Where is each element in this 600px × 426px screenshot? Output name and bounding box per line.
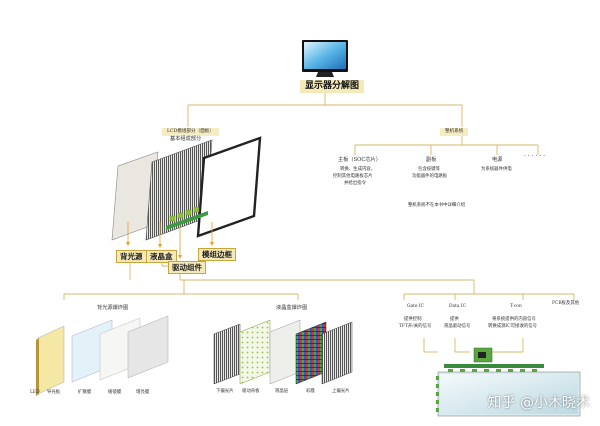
backlight-layer-label: 棱镜膜 bbox=[108, 390, 122, 395]
driver-item-name: T-con bbox=[510, 304, 522, 309]
driver-panel-view bbox=[436, 347, 581, 417]
system-item-name: 电源 bbox=[492, 157, 503, 163]
system-item-name: · · · · · · bbox=[524, 153, 545, 160]
lcd-part-label: 驱动组件 bbox=[168, 261, 206, 274]
backlight-layer-label: 增亮膜 bbox=[136, 390, 150, 395]
system-item-desc: 功能器件的电路板 bbox=[412, 174, 448, 179]
lcd-arrows bbox=[126, 222, 214, 259]
system-item-desc: 控制其他电路板芯片 bbox=[333, 174, 373, 179]
driver-item-desc: 将系统提供的内容信号 bbox=[492, 317, 536, 322]
cell-layer-label: 下偏光片 bbox=[216, 389, 234, 394]
lcd-module-subtitle: 基本组成部分 bbox=[170, 136, 202, 142]
system-item-desc: 包含按键等 bbox=[418, 167, 440, 172]
watermark: 知乎 @小木晓术 bbox=[487, 395, 590, 411]
cell-layer-label: 液晶层 bbox=[275, 389, 289, 394]
backlight-layer-label: 导光板 bbox=[47, 390, 61, 395]
cell-layer-label: 彩膜 bbox=[306, 389, 315, 394]
system-item-desc: 转换、生成内容， bbox=[340, 167, 376, 172]
connector-lines bbox=[63, 90, 575, 353]
lcd-part-label: 背光源 bbox=[116, 250, 147, 263]
cell-layer-label: 驱动背板 bbox=[242, 389, 260, 394]
driver-item-name: Gate IC bbox=[407, 304, 424, 309]
driver-item-name: PCB板及其他 bbox=[552, 301, 580, 306]
monitor-icon bbox=[302, 40, 348, 77]
backlight-exploded-view bbox=[36, 315, 169, 396]
system-item-desc: 并给出指令 bbox=[344, 181, 366, 186]
system-item-name: 主板（SOC芯片） bbox=[338, 157, 381, 163]
backlight-layer-label: LED bbox=[30, 390, 40, 395]
system-note: 整机系统不在本书中详细介绍 bbox=[408, 203, 466, 208]
driver-item-desc: 液晶驱动信号 bbox=[444, 324, 471, 329]
system-item-desc: 为系统器件供电 bbox=[481, 167, 512, 172]
lcd-exploded-view bbox=[111, 136, 262, 241]
lcd-module-title: LCD模组部分（面板） bbox=[162, 128, 219, 136]
cell-title: 液晶盒爆炸图 bbox=[276, 305, 308, 311]
driver-item-name: Data IC bbox=[449, 304, 467, 309]
system-item-name: 副板 bbox=[426, 157, 437, 163]
driver-item-desc: 提供控制 bbox=[404, 317, 422, 322]
driver-item-desc: TFT开/关的信号 bbox=[399, 324, 432, 329]
backlight-layer-label: 扩散膜 bbox=[78, 390, 92, 395]
lcd-part-label: 液晶盒 bbox=[146, 250, 177, 263]
cell-layer-label: 上偏光片 bbox=[332, 389, 350, 394]
driver-item-desc: 转换成源IC可接收的信号 bbox=[488, 324, 538, 329]
backlight-title: 背光源爆炸图 bbox=[97, 305, 129, 311]
lcd-part-label: 模组边框 bbox=[198, 248, 236, 261]
system-title: 整机系统 bbox=[440, 128, 469, 136]
driver-item-desc: 提供 bbox=[450, 317, 459, 322]
page-title: 显示器分解图 bbox=[300, 80, 365, 93]
cell-exploded-view bbox=[213, 319, 353, 385]
